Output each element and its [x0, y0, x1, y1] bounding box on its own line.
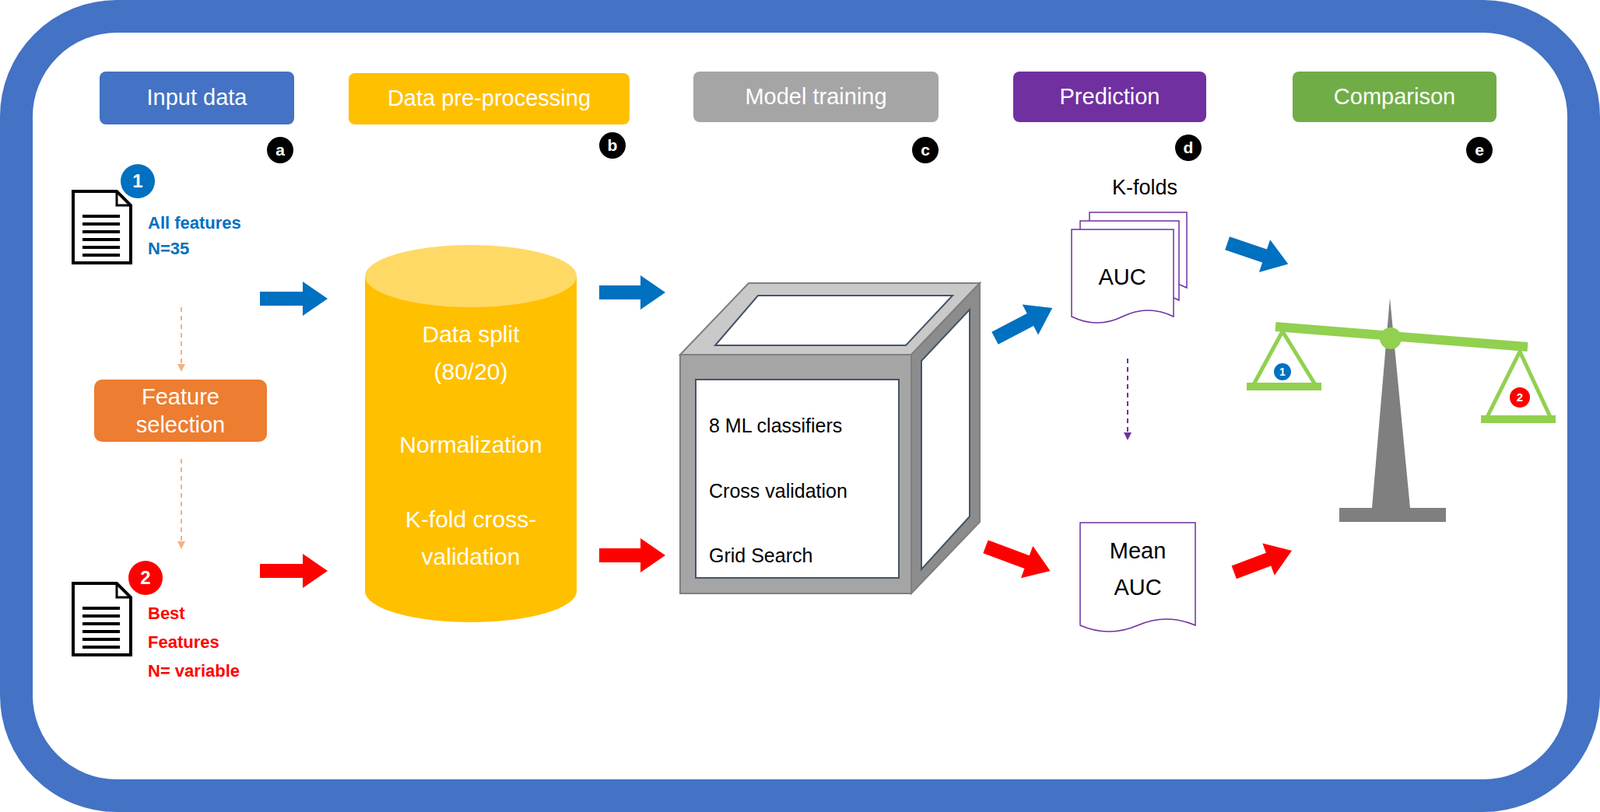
step-text: Normalization	[364, 426, 577, 464]
balance-scale: 12	[1291, 256, 1557, 561]
stage-header: Comparison	[1292, 71, 1497, 123]
step-letter-text: b	[599, 132, 626, 159]
document-stack: K-foldsAUC	[1071, 177, 1187, 325]
stage-title: Model training	[693, 71, 939, 123]
stage-title: Data pre-processing	[348, 73, 630, 125]
stage-header: Prediction	[1013, 71, 1207, 123]
flow-arrow	[259, 281, 328, 316]
stage-title: Input data	[99, 71, 295, 125]
input-document: 1All features N=35	[71, 169, 260, 308]
step-letter-text: a	[266, 136, 294, 164]
balance-scale-outline	[1291, 256, 1557, 561]
step-letter: c	[912, 136, 939, 164]
set-number: 1	[1273, 363, 1292, 381]
step-text: Data split (80/20)	[392, 315, 549, 391]
set-number: 1	[120, 164, 155, 199]
set-number: 2	[128, 561, 163, 596]
feature-set-label: Best Features N= variable	[147, 599, 245, 686]
stage-title: Prediction	[1013, 71, 1207, 123]
step-letter: a	[266, 136, 294, 164]
database-cylinder: Data split (80/20) NormalizationK-fold cr…	[364, 245, 577, 623]
dashed-arrow	[177, 307, 186, 372]
step-letter-text: c	[912, 136, 939, 164]
step-letter-text: d	[1175, 134, 1202, 162]
model-step: 8 ML classifiers	[708, 410, 896, 442]
document-stack-outline	[1071, 177, 1187, 325]
flow-arrow	[599, 275, 666, 310]
model-step: Cross validation	[708, 475, 896, 507]
stage-header: Model training	[693, 71, 939, 123]
model-cube: 8 ML classifiersCross validationGrid Sea…	[680, 283, 980, 594]
step-letter: b	[599, 132, 626, 159]
dashed-arrow	[177, 459, 186, 550]
step-letter-text: e	[1466, 136, 1493, 164]
step-letter: d	[1175, 134, 1202, 162]
process-box: Feature selection	[94, 379, 267, 443]
flow-arrow	[1231, 543, 1292, 580]
input-document-outline	[71, 169, 260, 308]
feature-set-label: All features N=35	[147, 210, 265, 262]
step-text: K-fold cross- validation	[377, 501, 565, 576]
step-letter: e	[1466, 136, 1493, 164]
metric-text: AUC	[1075, 262, 1169, 294]
result-document: Mean AUC	[1079, 522, 1197, 635]
stage-header: Input data	[99, 71, 295, 125]
stage-title: Comparison	[1292, 71, 1497, 123]
flow-arrow	[1224, 236, 1288, 273]
input-document: 2Best Features N= variable	[71, 558, 260, 692]
flow-arrow	[599, 538, 666, 573]
model-step: Grid Search	[708, 540, 896, 572]
dashed-arrow	[1123, 358, 1132, 441]
stage-header: Data pre-processing	[348, 73, 630, 125]
stack-heading: K-folds	[1102, 177, 1187, 200]
set-number: 2	[1509, 387, 1530, 408]
flow-arrow	[982, 540, 1050, 579]
flow-arrow	[991, 304, 1053, 344]
metric-text: Mean AUC	[1098, 533, 1177, 607]
process-text: Feature selection	[110, 379, 251, 443]
flow-arrow	[259, 554, 328, 589]
